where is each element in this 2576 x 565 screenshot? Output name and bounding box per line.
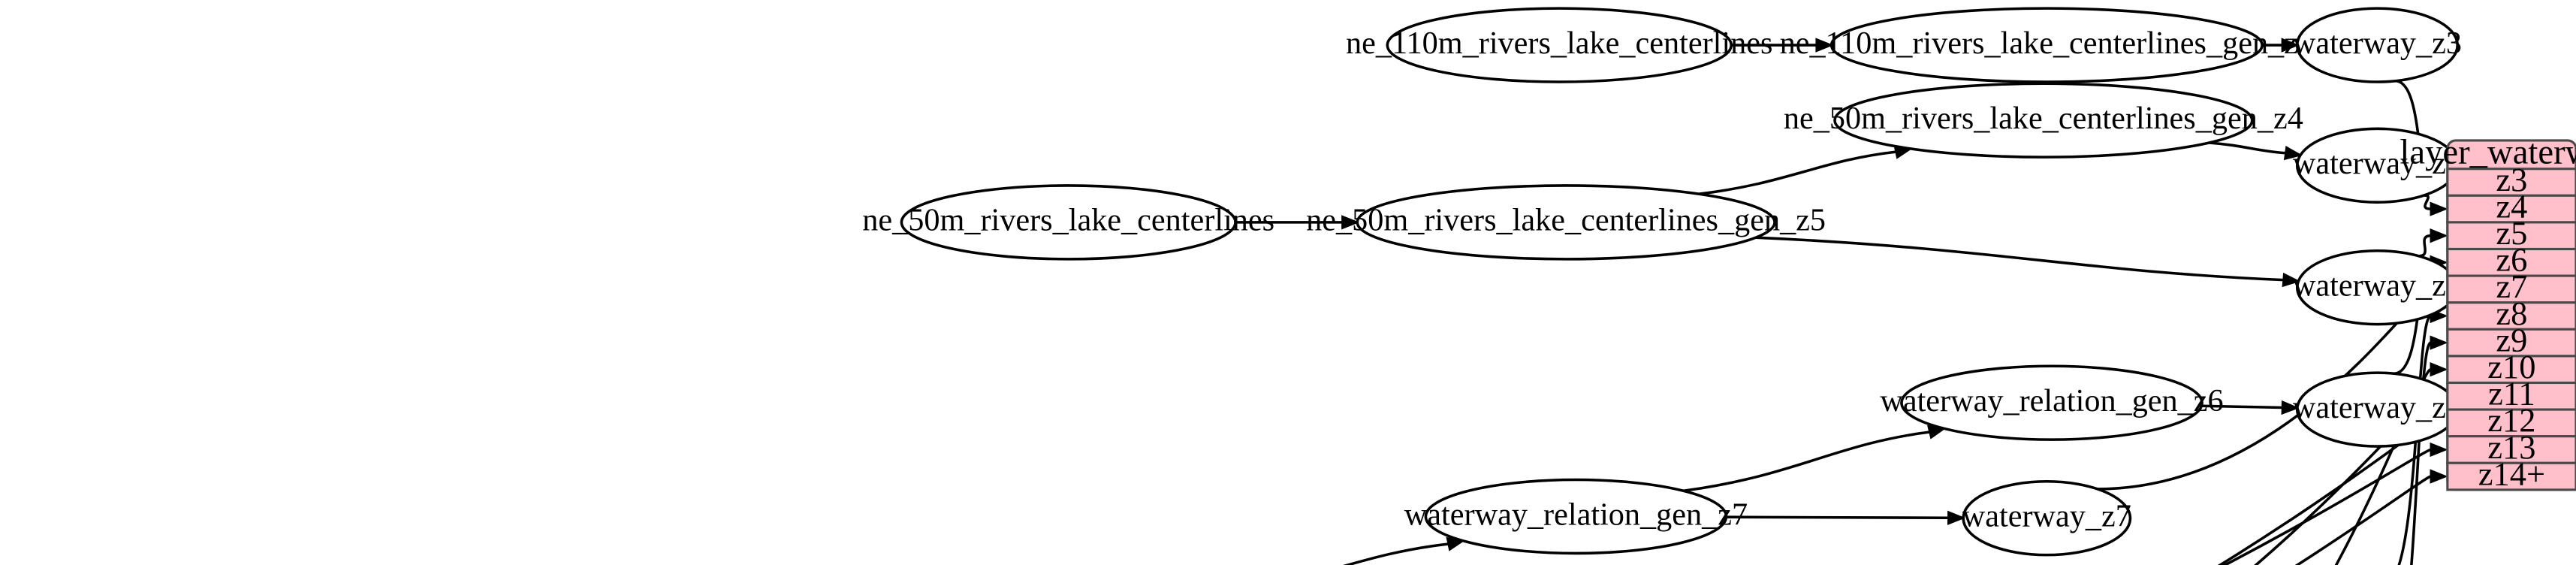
node-shape-waterway_relation_gen_z6[interactable] (1900, 364, 2203, 441)
layer-table-row-z12[interactable] (2446, 408, 2576, 438)
node-waterway_z6[interactable]: waterway_z6 (2293, 371, 2462, 448)
node-ne_50m_rivers_lake_centerlines_gen_z4[interactable]: ne_50m_rivers_lake_centerlines_gen_z4 (1784, 82, 2303, 159)
edge-ne_50m_rivers_lake_centerlines_gen_z4-to-waterway_z4 (2209, 141, 2286, 155)
layer-table-row-z6[interactable] (2446, 247, 2576, 277)
node-ne_110m_rivers_lake_centerlines[interactable]: ne_110m_rivers_lake_centerlines (1346, 7, 1772, 83)
layer-table-row-z5[interactable] (2446, 221, 2576, 251)
node-shape-waterway_z5[interactable] (2295, 249, 2459, 326)
edge-waterway_relation_gen_z7-to-waterway_z7 (1726, 515, 1949, 520)
edge-ne_50m_rivers_lake_centerlines_gen_z5-to-waterway_z5 (1755, 236, 2284, 282)
node-shape-waterway_z3[interactable] (2295, 7, 2459, 83)
edge-arrowhead (2283, 146, 2303, 161)
edge-waterway_z4-to-layer_row_z4 (2424, 194, 2431, 210)
node-shape-ne_50m_rivers_lake_centerlines[interactable] (900, 184, 1237, 261)
edge-waterway_z8-to-layer_row_z8 (2397, 314, 2433, 565)
node-shape-ne_50m_rivers_lake_centerlines_gen_z5[interactable] (1356, 184, 1776, 261)
node-shape-waterway_z6[interactable] (2295, 371, 2459, 448)
layer-table-row-z7[interactable] (2446, 274, 2576, 304)
edge-waterway_relation_gen_z6-to-waterway_z6 (2201, 404, 2282, 409)
node-ne_50m_rivers_lake_centerlines_gen_z5[interactable]: ne_50m_rivers_lake_centerlines_gen_z5 (1306, 184, 1826, 261)
node-ne_110m_rivers_lake_centerlines_gen_z3[interactable]: ne_110m_rivers_lake_centerlines_gen_z3 (1780, 7, 2314, 83)
edge-waterway_relation_gen_z7-to-waterway_relation_gen_z6 (1683, 431, 1930, 493)
edge-arrowhead (2430, 362, 2448, 377)
node-waterway_z4[interactable]: waterway_z4 (2293, 127, 2462, 204)
layer-table-row-z10[interactable] (2446, 355, 2576, 385)
layer-table-row-z9[interactable] (2446, 328, 2576, 358)
edge-arrowhead (1947, 510, 1966, 525)
layer-table-row-z8[interactable] (2446, 301, 2576, 331)
edge-arrowhead (2430, 201, 2448, 216)
layer-table-row-z14plus[interactable] (2446, 461, 2576, 491)
edge-arrowhead (1341, 215, 1360, 230)
edge-arrowhead (2430, 335, 2448, 350)
layer-table-row-z4[interactable] (2446, 194, 2576, 224)
node-waterway_z5[interactable]: waterway_z5 (2293, 249, 2462, 326)
edge-waterway_z12-to-layer_row_z12 (2217, 421, 2432, 565)
node-shape-ne_110m_rivers_lake_centerlines[interactable] (1386, 7, 1733, 83)
layer-table-row-z3[interactable] (2446, 168, 2576, 197)
edge-arrowhead (2430, 442, 2448, 458)
node-ne_50m_rivers_lake_centerlines[interactable]: ne_50m_rivers_lake_centerlines (862, 184, 1274, 261)
layer-table-row-z11[interactable] (2446, 381, 2576, 411)
edge-arrowhead (2282, 272, 2301, 288)
edge-arrowhead (2430, 469, 2448, 484)
node-waterway_z7[interactable]: waterway_z7 (1962, 479, 2132, 557)
edge-waterway_relation_gen_z8-to-waterway_relation_gen_z7 (1342, 542, 1449, 565)
node-shape-ne_50m_rivers_lake_centerlines_gen_z4[interactable] (1833, 82, 2254, 159)
node-shape-waterway_z4[interactable] (2295, 127, 2459, 204)
edge-ne_50m_rivers_lake_centerlines_gen_z5-to-ne_50m_rivers_lake_centerlines_gen_z4 (1698, 150, 1896, 195)
node-waterway_z3[interactable]: waterway_z3 (2293, 7, 2462, 83)
edge-arrowhead (2281, 400, 2300, 415)
edge-waterway_z13-to-layer_row_z13 (2222, 448, 2432, 565)
edge-waterway_z14-to-layer_row_z14plus (2294, 475, 2432, 565)
node-shape-ne_110m_rivers_lake_centerlines_gen_z3[interactable] (1829, 7, 2264, 83)
edge-arrowhead (1815, 38, 1834, 53)
node-shape-waterway_z7[interactable] (1962, 479, 2132, 557)
nodes-layer: imposm3osm_waterway_relationosm_waterway… (862, 7, 2462, 557)
edge-arrowhead (2430, 228, 2448, 243)
edge-arrowhead (2281, 38, 2300, 53)
layer-table-row-z13[interactable] (2446, 435, 2576, 464)
edge-waterway_z9-to-layer_row_z9 (2410, 341, 2433, 565)
node-shape-waterway_relation_gen_z7[interactable] (1424, 478, 1728, 555)
edge-waterway_z5-to-layer_row_z5 (2418, 234, 2431, 258)
